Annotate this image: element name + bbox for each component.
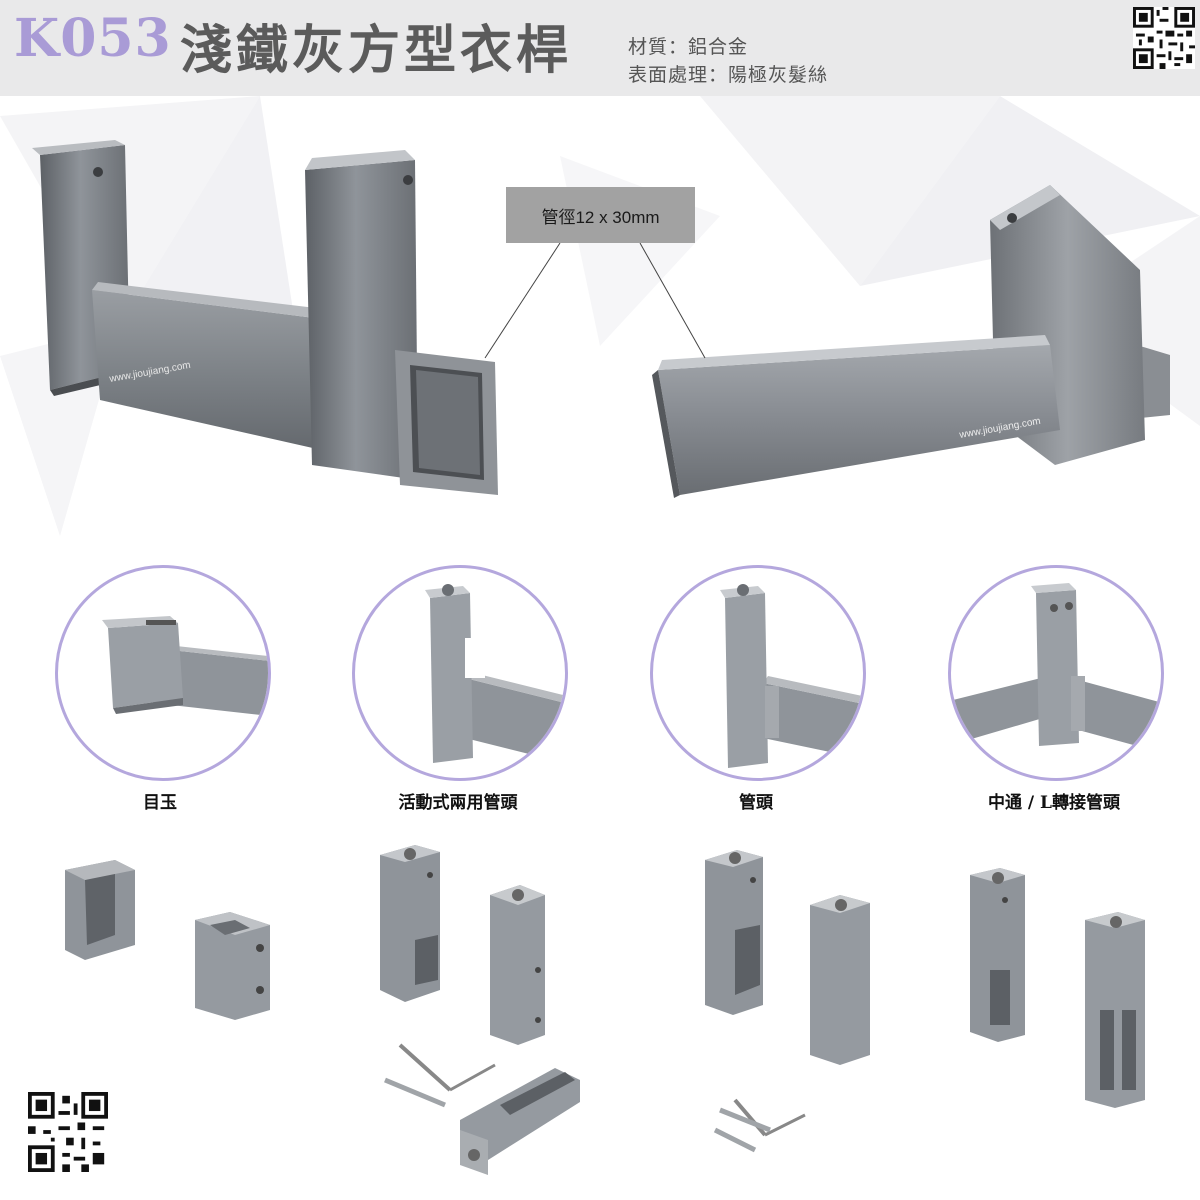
parts-dual-use-head: [380, 845, 580, 1175]
product-title: 淺鐵灰方型衣桿: [180, 20, 573, 81]
label-dual-use-head: 活動式兩用管頭: [398, 793, 518, 813]
label-eye-fitting: 目玉: [143, 793, 177, 813]
diameter-callout-text: 管徑12 x 30mm: [541, 207, 660, 227]
main-photo-left: www.jioujiang.com: [32, 140, 498, 495]
main-photo-right: www.jioujiang.com: [652, 185, 1170, 498]
parts-tube-head: [705, 850, 870, 1153]
circle-eye-fitting: [55, 565, 271, 781]
finish-spec: 表面處理：陽極灰髮絲: [628, 64, 829, 86]
product-code: K053: [14, 8, 172, 69]
material-spec: 材質：鋁合金: [628, 36, 749, 58]
qr-code-icon[interactable]: [1133, 7, 1195, 69]
qr-code-icon-bottom[interactable]: [28, 1092, 108, 1172]
circle-dual-use-head: [352, 565, 568, 781]
diameter-callout: 管徑12 x 30mm: [506, 187, 695, 243]
parts-middle-l-head: [970, 868, 1145, 1108]
circle-middle-l-head: [948, 565, 1164, 781]
label-middle-l-head: 中通 / L轉接管頭: [988, 793, 1120, 813]
header-bar: K053 淺鐵灰方型衣桿 材質：鋁合金 表面處理：陽極灰髮絲: [0, 0, 1200, 96]
parts-eye-fitting: [65, 860, 270, 1020]
circle-tube-head: [650, 565, 866, 781]
label-tube-head: 管頭: [739, 793, 773, 813]
